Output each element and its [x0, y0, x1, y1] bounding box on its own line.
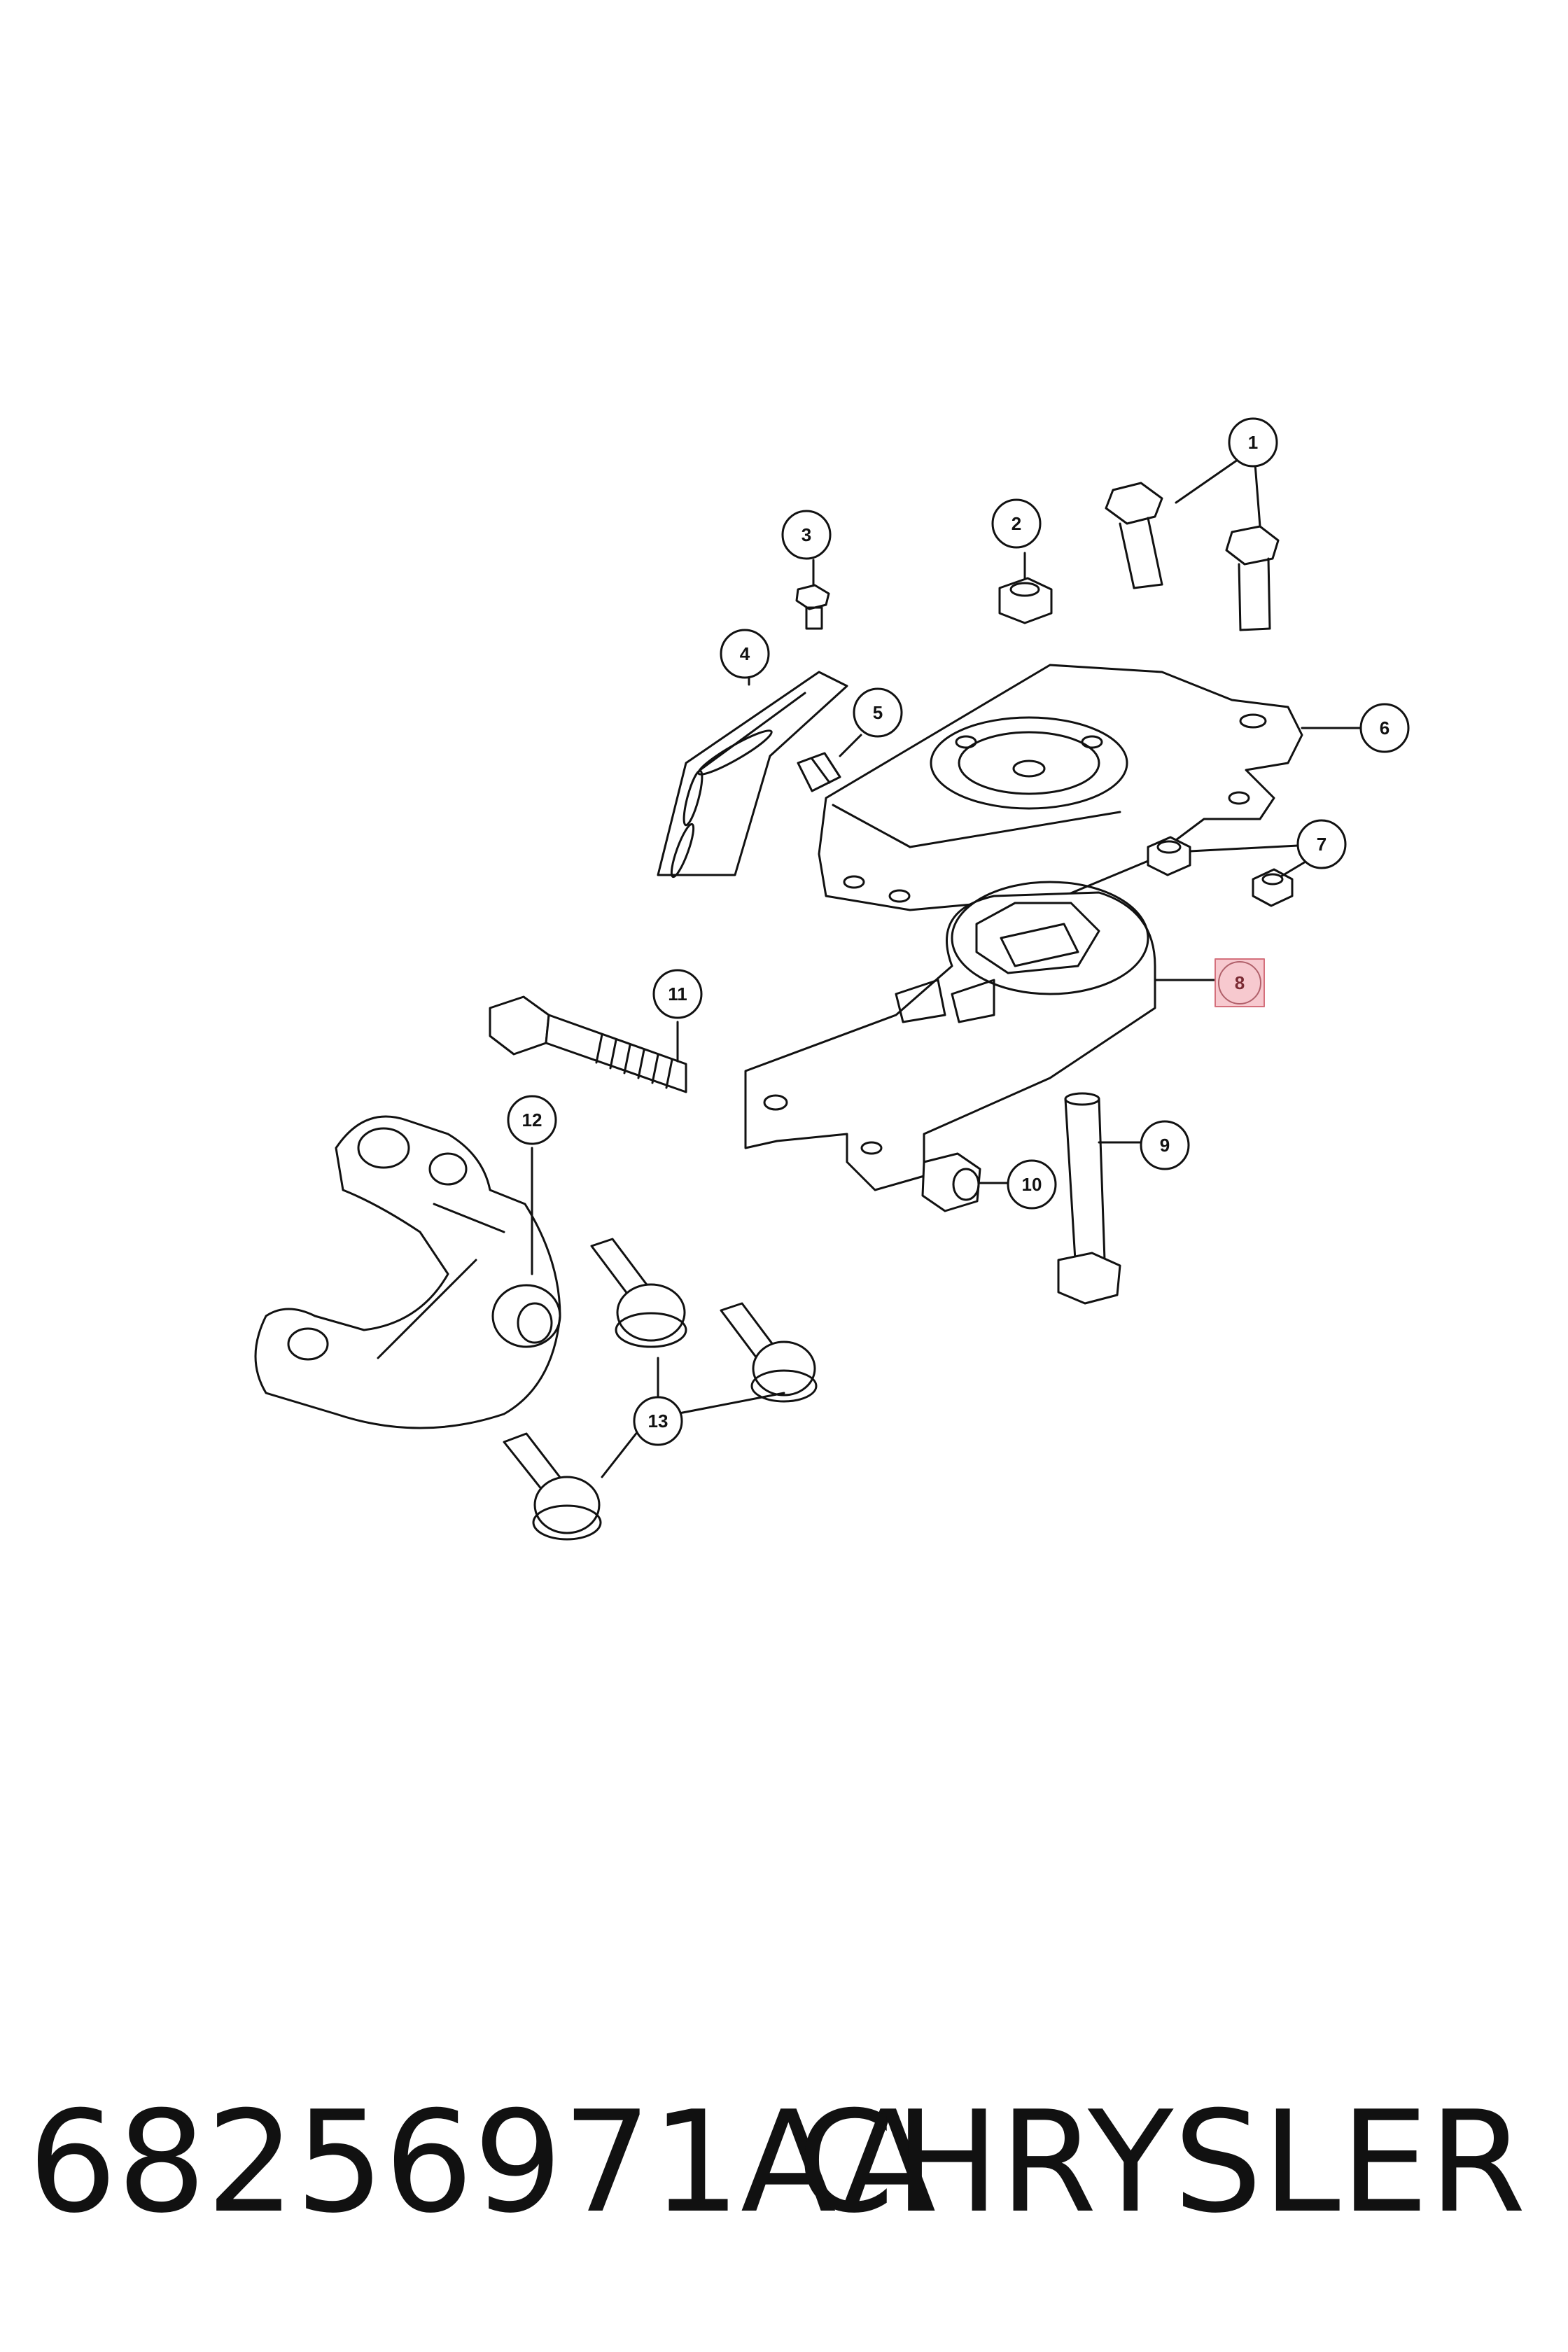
callout-9[interactable]: 9 [1140, 1120, 1190, 1170]
callout-4[interactable]: 4 [720, 629, 770, 679]
torque-strut-part-8 [744, 881, 1219, 1191]
callout-8-highlighted[interactable]: 8 [1214, 958, 1265, 1007]
bracket-part-4 [657, 671, 848, 878]
svg-text:6: 6 [1380, 718, 1390, 738]
nut-part-7b [1252, 868, 1294, 907]
bolt-part-3 [795, 584, 830, 630]
bolt-part-1a [1105, 482, 1163, 589]
svg-text:2: 2 [1011, 513, 1021, 534]
engine-bracket-part-12 [254, 1115, 561, 1429]
svg-text:13: 13 [648, 1410, 668, 1432]
footer: 68256971AA CHRYSLER [0, 2086, 1568, 2240]
callout-10[interactable]: 10 [1007, 1159, 1057, 1210]
bolt-part-9 [1057, 1092, 1121, 1305]
callout-2[interactable]: 2 [991, 498, 1042, 549]
callout-13[interactable]: 13 [633, 1396, 683, 1446]
svg-text:11: 11 [668, 983, 687, 1004]
callout-12[interactable]: 12 [507, 1095, 557, 1145]
svg-text:9: 9 [1160, 1135, 1170, 1156]
nut-part-2 [998, 577, 1053, 624]
parts-diagram: 1 2 3 4 5 6 7 8 [254, 417, 1410, 1541]
clip-nut-part-5 [797, 752, 841, 792]
part-number: 68256971AA [28, 2081, 937, 2244]
brand-name: CHRYSLER [796, 2081, 1526, 2244]
callout-7[interactable]: 7 [1296, 819, 1347, 869]
bolt-part-13a [590, 1238, 687, 1348]
bolt-part-1b [1225, 525, 1280, 631]
svg-text:7: 7 [1317, 834, 1326, 855]
callout-1[interactable]: 1 [1228, 417, 1278, 468]
bolt-part-11 [489, 995, 687, 1093]
callout-11[interactable]: 11 [652, 969, 703, 1019]
bolt-part-13b [720, 1302, 818, 1403]
nut-part-10 [921, 1152, 981, 1212]
svg-text:1: 1 [1248, 432, 1258, 453]
svg-text:5: 5 [873, 702, 883, 723]
svg-text:3: 3 [802, 524, 811, 545]
svg-text:12: 12 [522, 1110, 542, 1130]
svg-text:4: 4 [740, 643, 750, 664]
callout-6[interactable]: 6 [1359, 703, 1410, 753]
callout-3[interactable]: 3 [781, 510, 832, 560]
svg-text:8: 8 [1235, 972, 1245, 993]
callout-5[interactable]: 5 [853, 687, 903, 738]
svg-text:10: 10 [1022, 1174, 1042, 1195]
bolt-part-13c [503, 1432, 602, 1541]
mount-bracket-part-6 [818, 664, 1303, 911]
nut-part-7a [1147, 836, 1191, 876]
